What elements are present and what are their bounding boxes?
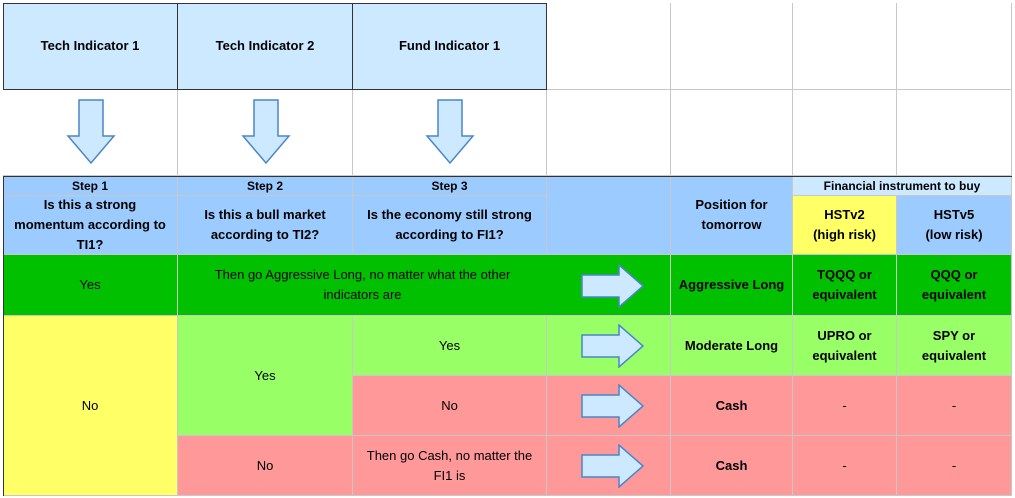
down-arrow-icon: [425, 99, 475, 165]
hstv5-moderate: SPY or equivalent: [897, 316, 1012, 376]
down-arrow-icon: [241, 99, 291, 165]
arrow-cell: [178, 90, 353, 176]
empty-cell: [547, 3, 671, 90]
step-question-1: Is this a strong momentum according to T…: [3, 196, 178, 255]
step-question-3: Is the economy still strong according to…: [353, 196, 547, 255]
empty-cell: [793, 90, 897, 176]
hstv2-cash-2: -: [793, 436, 897, 496]
empty-cell: [547, 90, 671, 176]
table-border: [3, 176, 4, 496]
position-header: Position for tomorrow: [671, 176, 793, 255]
empty-header-cell: [547, 176, 671, 255]
hstv2-aggressive: TQQQ or equivalent: [793, 255, 897, 316]
step2-no-cell: No: [178, 436, 353, 496]
hstv5-cash-1: -: [897, 376, 1012, 436]
right-arrow-icon: [581, 444, 645, 488]
empty-cell: [897, 3, 1012, 90]
hstv5-cash-2: -: [897, 436, 1012, 496]
hstv5-aggressive: QQQ or equivalent: [897, 255, 1012, 316]
table-border: [3, 3, 547, 4]
indicator-header-1: Tech Indicator 1: [3, 3, 178, 90]
instrument-header: Financial instrument to buy: [793, 176, 1012, 196]
step2-yes-cell: Yes: [178, 316, 353, 436]
arrow-cell: [353, 90, 547, 176]
right-arrow-icon: [581, 324, 645, 368]
indicator-header-3: Fund Indicator 1: [353, 3, 547, 90]
step-label-2: Step 2: [178, 176, 353, 196]
step3-no-cell: No: [353, 376, 547, 436]
empty-cell: [671, 90, 793, 176]
empty-cell: [897, 90, 1012, 176]
step3-yes-cell: Yes: [353, 316, 547, 376]
step-question-2: Is this a bull market according to TI2?: [178, 196, 353, 255]
step1-yes-cell: Yes: [3, 255, 178, 316]
position-moderate-long: Moderate Long: [671, 316, 793, 376]
table-border: [3, 3, 4, 90]
down-arrow-icon: [66, 99, 116, 165]
aggressive-note: Then go Aggressive Long, no matter what …: [178, 255, 547, 316]
table-border: [3, 176, 1012, 177]
position-cash-1: Cash: [671, 376, 793, 436]
hstv2-moderate: UPRO or equivalent: [793, 316, 897, 376]
right-arrow-icon: [581, 384, 645, 428]
cash-note: Then go Cash, no matter the FI1 is: [353, 436, 547, 496]
step1-no-cell: No: [3, 316, 178, 496]
empty-cell: [671, 3, 793, 90]
hstv5-header: HSTv5(low risk): [897, 196, 1012, 255]
arrow-cell: [3, 90, 178, 176]
empty-cell: [793, 3, 897, 90]
hstv2-header: HSTv2(high risk): [793, 196, 897, 255]
hstv2-cash-1: -: [793, 376, 897, 436]
position-cash-2: Cash: [671, 436, 793, 496]
position-aggressive-long: Aggressive Long: [671, 255, 793, 316]
step-label-1: Step 1: [3, 176, 178, 196]
right-arrow-icon: [581, 264, 645, 308]
indicator-header-2: Tech Indicator 2: [178, 3, 353, 90]
step-label-3: Step 3: [353, 176, 547, 196]
